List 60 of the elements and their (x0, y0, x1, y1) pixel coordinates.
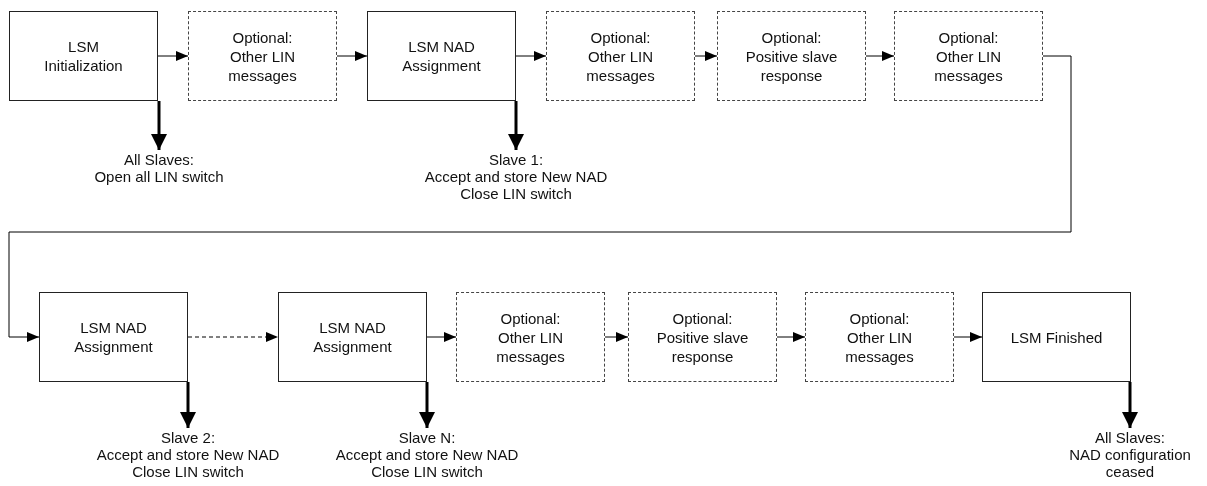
process-box (39, 292, 188, 382)
box-text: Other LIN messages (933, 46, 1004, 85)
arrow (8, 55, 1072, 342)
note-text: Accept and store New NAD (96, 446, 280, 463)
note-text: Slave 2: (160, 429, 216, 446)
note-text: Slave 1: (488, 151, 544, 168)
box-text: Optional: (590, 27, 651, 47)
box-text: Optional: (672, 308, 733, 328)
note-text: Accept and store New NAD (335, 446, 519, 463)
arrow (187, 332, 279, 342)
box-text: Positive slave response (655, 327, 750, 366)
arrow (157, 51, 189, 61)
process-box (278, 292, 427, 382)
arrow (776, 332, 806, 342)
arrow (694, 51, 718, 61)
arrow (336, 51, 368, 61)
note-text: All Slaves: (1095, 429, 1165, 446)
box-text: Other LIN messages (227, 46, 298, 85)
box-text: LSM Finished (1010, 327, 1103, 347)
box-text: LSM NAD Assignment (312, 318, 393, 356)
box-text: Other LIN messages (844, 327, 915, 366)
optional-step-box (717, 11, 866, 101)
optional-step-box (188, 11, 337, 101)
box-text: Other LIN messages (585, 46, 656, 85)
optional-step-box (894, 11, 1043, 101)
box-text: Optional: (500, 308, 561, 328)
box-text: Optional: (232, 27, 293, 47)
arrow (953, 332, 983, 342)
box-text: LSM NAD Assignment (401, 37, 482, 75)
note-text: Slave N: (398, 429, 456, 446)
thick-arrow (151, 101, 167, 150)
box-text: LSM Initialization (43, 37, 124, 75)
thick-arrow (1122, 382, 1138, 428)
optional-step-box (628, 292, 777, 382)
thick-arrow (508, 101, 524, 150)
optional-step-box (456, 292, 605, 382)
note-text: Open all LIN switch (94, 168, 224, 185)
box-text: Optional: (938, 27, 999, 47)
process-box (9, 11, 158, 101)
note-text: All Slaves: (124, 151, 194, 168)
arrow (865, 51, 895, 61)
box-text: Positive slave response (744, 46, 839, 85)
process-box (367, 11, 516, 101)
optional-step-box (805, 292, 954, 382)
note-text: Close LIN switch (371, 463, 483, 480)
arrow (426, 332, 457, 342)
thick-arrow (180, 382, 196, 428)
box-text: Optional: (761, 27, 822, 47)
box-text: Optional: (849, 308, 910, 328)
thick-arrow (419, 382, 435, 428)
note-text: Accept and store New NAD (424, 168, 608, 185)
arrow (604, 332, 629, 342)
box-text: Other LIN messages (495, 327, 566, 366)
note-text: NAD configuration ceased (1068, 446, 1192, 480)
arrow (515, 51, 547, 61)
note-text: Close LIN switch (460, 185, 572, 202)
box-text: LSM NAD Assignment (73, 318, 154, 356)
note-text: Close LIN switch (132, 463, 244, 480)
optional-step-box (546, 11, 695, 101)
process-box (982, 292, 1131, 382)
